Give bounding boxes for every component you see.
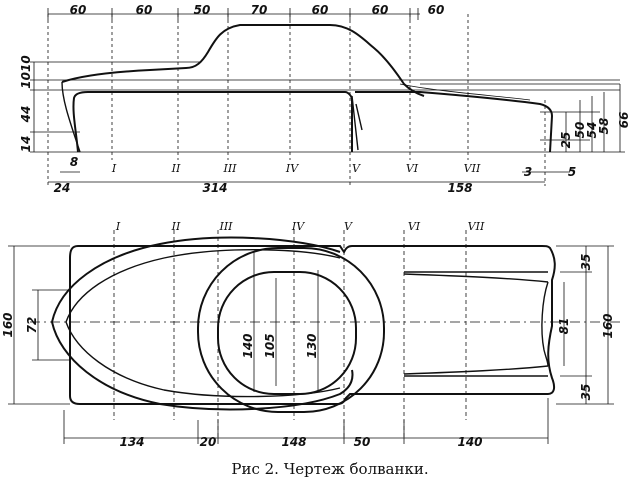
- top-dim-3: 50: [194, 3, 211, 17]
- plan-dim-140: 140: [241, 333, 255, 358]
- plan-outer-block: [69, 245, 556, 405]
- right-dimension-lines: [565, 84, 621, 152]
- right-dim-54: 54: [585, 122, 599, 139]
- rear-groove-top: [403, 271, 549, 283]
- plan-dim-35-bottom: 35: [579, 384, 593, 401]
- bottom-dim-5: 5: [568, 165, 576, 179]
- plan-view: I II III IV V VI VII 160 72 140 105 130 …: [1, 220, 620, 449]
- rear-groove-bottom: [403, 365, 549, 377]
- plan-dim-148: 148: [281, 435, 306, 449]
- plan-dim-130: 130: [305, 333, 319, 358]
- side-station-3: III: [222, 162, 237, 175]
- front-nose-line: [61, 81, 81, 153]
- right-dim-25: 25: [559, 132, 573, 149]
- bottom-dim-3: 3: [524, 165, 532, 179]
- top-dim-4: 70: [251, 3, 268, 17]
- plan-canopy-outer: [50, 236, 354, 411]
- plan-dim-140-bottom: 140: [457, 435, 482, 449]
- top-dim-1: 60: [70, 3, 87, 17]
- left-dim-44: 44: [19, 106, 33, 124]
- right-dim-66: 66: [617, 112, 631, 129]
- top-dim-7: 60: [428, 3, 445, 17]
- plan-station-5: V: [344, 220, 353, 233]
- side-view: 60 60 50 70 60 60 60 1010 44 14 25 50 54…: [19, 3, 631, 195]
- plan-dim-35-top: 35: [579, 254, 593, 271]
- plan-station-2: II: [171, 220, 181, 233]
- side-station-4: IV: [285, 162, 299, 175]
- plan-station-1: I: [115, 220, 121, 233]
- plan-station-6: VI: [408, 220, 421, 233]
- side-station-1: I: [111, 162, 117, 175]
- top-dim-6: 60: [372, 3, 389, 17]
- plan-station-7: VII: [468, 220, 485, 233]
- top-dim-2: 60: [136, 3, 153, 17]
- cockpit-inner: [217, 271, 357, 395]
- plan-dim-160-right: 160: [601, 313, 615, 338]
- left-dim-14: 14: [19, 136, 33, 153]
- cabin-roof-outline: [61, 24, 425, 97]
- construction-lines: [47, 14, 546, 186]
- right-dim-58: 58: [597, 118, 611, 135]
- figure-caption: Рис 2. Чертеж болванки.: [231, 460, 428, 478]
- side-station-7: VII: [464, 162, 481, 175]
- left-dim-1010: 1010: [19, 55, 33, 88]
- plan-dim-134: 134: [119, 435, 144, 449]
- bottom-dim-24: 24: [54, 181, 71, 195]
- side-station-6: VI: [406, 162, 419, 175]
- cockpit-outer: [197, 247, 385, 413]
- side-station-2: II: [171, 162, 181, 175]
- plan-station-4: IV: [291, 220, 305, 233]
- rear-end-profile: [541, 281, 549, 367]
- plan-dim-72: 72: [25, 317, 39, 334]
- bottom-dim-8: 8: [70, 155, 78, 169]
- right-dim-50: 50: [573, 122, 587, 139]
- rear-body-outline: [355, 91, 554, 153]
- plan-dim-20: 20: [200, 435, 217, 449]
- plan-station-3: III: [218, 220, 233, 233]
- body-outline: [72, 91, 353, 153]
- rear-deck-line: [399, 83, 531, 101]
- plan-dim-50: 50: [354, 435, 371, 449]
- plan-dim-105: 105: [263, 333, 277, 358]
- plan-dim-81: 81: [557, 318, 571, 335]
- bottom-dim-314: 314: [202, 181, 227, 195]
- plan-station-lines: [113, 230, 467, 440]
- windshield-pillar: [351, 95, 363, 151]
- plan-bottom-ticks: [63, 398, 549, 444]
- bottom-dim-158: 158: [447, 181, 472, 195]
- horizontal-ref-lines: [30, 61, 620, 141]
- top-dim-5: 60: [312, 3, 329, 17]
- plan-dim-160-left: 160: [1, 312, 15, 337]
- side-station-5: V: [352, 162, 361, 175]
